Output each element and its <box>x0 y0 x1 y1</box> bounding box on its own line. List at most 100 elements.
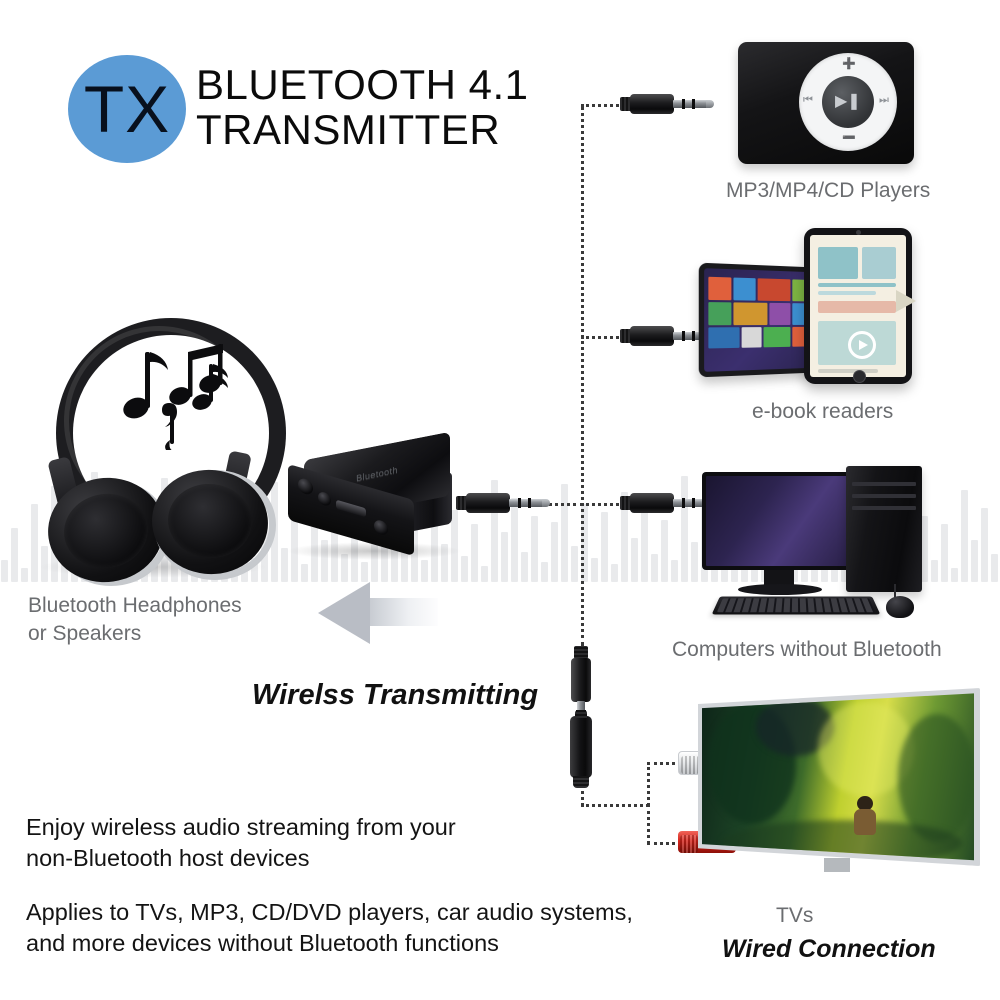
tv-screen <box>702 693 974 861</box>
mouse <box>886 596 914 618</box>
tv-stand-leg <box>699 681 767 696</box>
start-screen-tile <box>733 277 756 301</box>
waveform-bar <box>581 504 588 582</box>
waveform-bar <box>421 560 428 582</box>
plug-ring-1 <box>682 331 685 341</box>
description-paragraph-2: Applies to TVs, MP3, CD/DVD players, car… <box>26 897 633 960</box>
waveform-bar <box>651 554 658 582</box>
play-triangle-icon <box>859 340 868 350</box>
waveform-bar <box>751 566 758 582</box>
front-camera-icon <box>855 230 861 235</box>
waveform-bar <box>1 560 8 582</box>
description-paragraph-1: Enjoy wireless audio streaming from your… <box>26 812 456 875</box>
tv-stand-leg <box>705 671 741 706</box>
waveform-bar <box>551 522 558 582</box>
waveform-bar <box>401 550 408 582</box>
waveform-bar <box>671 560 678 582</box>
waveform-bar <box>601 512 608 582</box>
tx-badge-label: TX <box>83 72 171 146</box>
play-pause-icon: ▶❚ <box>835 93 861 110</box>
ebook-content-block <box>862 247 896 279</box>
description-2-line-2: and more devices without Bluetooth funct… <box>26 930 499 957</box>
waveform-bar <box>301 564 308 582</box>
ebook-content-block <box>818 301 896 313</box>
plug-ring-1 <box>682 498 685 508</box>
waveform-bar <box>811 558 818 582</box>
plug-collar <box>620 496 632 510</box>
drive-bay <box>852 506 916 510</box>
waveform-bar <box>41 546 48 582</box>
plug-tip <box>673 332 709 340</box>
computer-monitor <box>702 472 862 570</box>
start-screen-tile <box>763 326 791 348</box>
mp3-player-label: MP3/MP4/CD Players <box>726 179 931 202</box>
waveform-bar <box>571 546 578 582</box>
waveform-bar <box>681 476 688 582</box>
start-screen-tile <box>757 278 791 302</box>
waveform-bar <box>21 568 28 582</box>
plug-ring-2 <box>692 99 695 109</box>
plug-ring-1 <box>682 99 685 109</box>
click-wheel: ➕ ➖ ⏮ ⏭ ▶❚ <box>799 53 897 151</box>
description-1-line-2: non-Bluetooth host devices <box>26 845 310 872</box>
bluetooth-transmitter-device: Bluetooth <box>286 431 462 562</box>
tv-label: TVs <box>776 904 814 927</box>
signal-branch-rca-white <box>647 762 681 765</box>
device-shadow <box>286 542 462 560</box>
device-slot <box>336 499 366 518</box>
waveform-bar <box>511 498 518 582</box>
jungle-foliage <box>898 714 974 842</box>
music-note-icon <box>192 364 228 410</box>
start-screen-tile <box>733 302 768 326</box>
headphones-label: Bluetooth Headphones or Speakers <box>28 592 242 648</box>
page-title: BLUETOOTH 4.1 TRANSMITTER <box>196 62 529 153</box>
waveform-bar <box>731 562 738 582</box>
plug-tip <box>509 499 545 507</box>
tablet-portrait <box>804 228 912 384</box>
plug-collar <box>574 646 588 659</box>
signal-branch-computer <box>581 503 631 506</box>
headphones-label-line-2: or Speakers <box>28 621 142 645</box>
start-screen-tile <box>769 302 791 326</box>
transfer-arrow-icon <box>896 290 916 312</box>
waveform-bar <box>481 566 488 582</box>
waveform-bar <box>961 490 968 582</box>
arrow-shaft <box>364 598 438 626</box>
ebook-reader-devices <box>698 228 930 388</box>
waveform-bar <box>491 480 498 582</box>
volume-up-icon: ➕ <box>842 58 856 70</box>
keyboard <box>711 596 881 615</box>
waveform-bar <box>11 528 18 582</box>
plug-barrel <box>630 94 674 114</box>
waveform-bar <box>941 524 948 582</box>
computer-label: Computers without Bluetooth <box>672 638 942 661</box>
rca-grip <box>680 835 698 853</box>
waveform-bar <box>331 506 338 582</box>
waveform-bar <box>921 516 928 582</box>
music-notes-icon <box>123 344 223 450</box>
waveform-bar <box>441 544 448 582</box>
monitor-stand-neck <box>764 570 794 586</box>
plug-ring-2 <box>528 498 531 508</box>
waveform-bar <box>641 508 648 582</box>
drive-bay <box>852 494 916 498</box>
wireless-direction-arrow-icon <box>318 582 438 644</box>
waveform-bar <box>291 514 298 582</box>
plug-nose <box>706 100 714 108</box>
mp3-player-device: ➕ ➖ ⏮ ⏭ ▶❚ <box>738 42 914 164</box>
ebook-content-block <box>818 369 878 373</box>
waveform-bar <box>541 562 548 582</box>
waveform-bar <box>531 516 538 582</box>
waveform-bar <box>281 548 288 582</box>
description-1-line-1: Enjoy wireless audio streaming from your <box>26 814 456 840</box>
monitor-stand-base <box>738 584 822 595</box>
plug-nose <box>542 499 550 507</box>
waveform-bar <box>321 540 328 582</box>
plug-ring-2 <box>692 498 695 508</box>
computer-tower <box>846 466 922 592</box>
waveform-bar <box>31 504 38 582</box>
tx-badge: TX <box>68 55 186 163</box>
jack-coupler-adapter <box>570 710 592 788</box>
waveform-bar <box>451 510 458 582</box>
waveform-bar <box>501 532 508 582</box>
